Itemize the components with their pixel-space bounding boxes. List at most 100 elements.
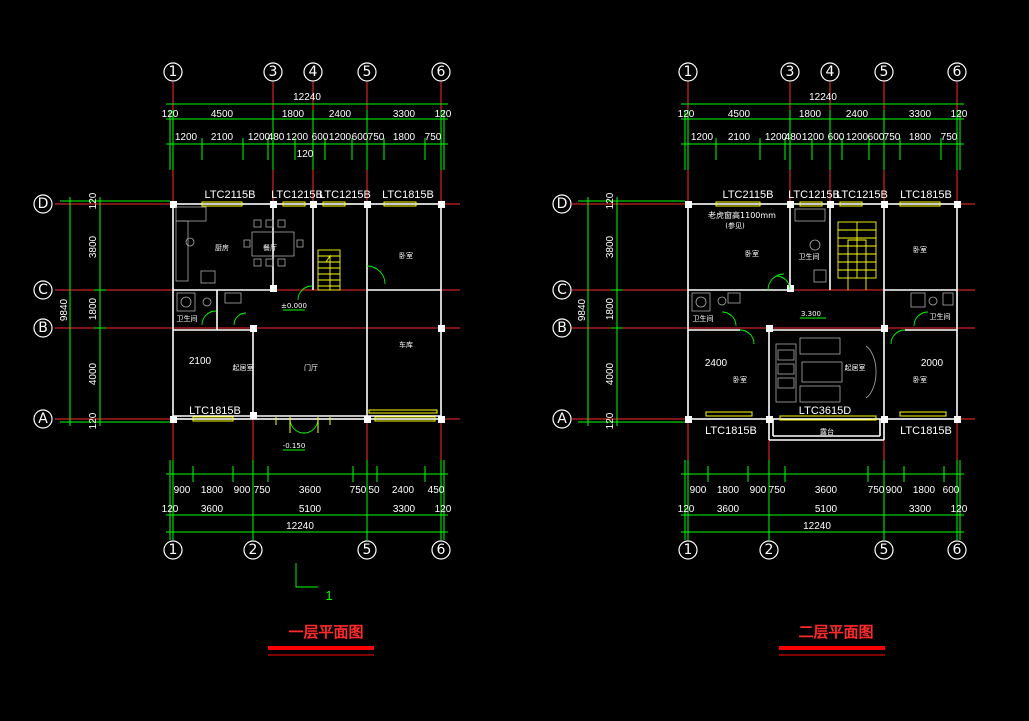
- dim-bottom-axes: 3600: [201, 504, 224, 515]
- svg-text:B: B: [557, 320, 567, 336]
- dim-top-detail: 1200: [175, 132, 198, 143]
- dim-top-total: 12240: [293, 92, 321, 103]
- room-label: 卫生间: [799, 252, 820, 261]
- room-dimension: 2000: [921, 358, 944, 369]
- dim-top: 120: [951, 109, 968, 120]
- dim-top: 2400: [846, 109, 869, 120]
- kitchen-fixtures: [175, 206, 216, 284]
- dim-top-detail: 600: [352, 132, 369, 143]
- entry-door: [275, 417, 331, 433]
- room-label: 餐厅: [263, 243, 277, 252]
- dim-top-detail: 1200: [846, 132, 869, 143]
- staircase: [837, 221, 877, 290]
- room-label: 厨房: [215, 243, 229, 252]
- dim-bottom: 1800: [913, 485, 936, 496]
- dim-top-detail: 750: [425, 132, 442, 143]
- dim-top: 3300: [909, 109, 932, 120]
- dim-top-extra: 120: [297, 149, 314, 160]
- room-label: 卫生间: [930, 312, 951, 321]
- dormer-note-ref: (参见): [725, 221, 745, 230]
- dim-left: 4000: [605, 362, 616, 385]
- dim-left: 1800: [88, 297, 99, 320]
- grid-bubble-bottom-2: 2: [243, 540, 263, 560]
- dim-top-detail: 1800: [909, 132, 932, 143]
- dim-top-detail: 750: [368, 132, 385, 143]
- dim-bottom-axes: 120: [435, 504, 452, 515]
- dim-bottom: 3600: [815, 485, 838, 496]
- exterior-wall: [172, 203, 442, 420]
- grid-bubble-row-A: A: [552, 409, 572, 429]
- grid-bubble-top-3: 3: [263, 62, 283, 82]
- dim-left: 120: [88, 192, 99, 209]
- grid-bubble-bottom-2: 2: [759, 540, 779, 560]
- window-label: LTC1815B: [382, 189, 434, 201]
- plan-title: 二层平面图: [798, 623, 873, 641]
- dim-bottom-axes: 120: [678, 504, 695, 515]
- dim-bottom-axes: 5100: [299, 504, 322, 515]
- dim-bottom-total: 12240: [286, 521, 314, 532]
- grid-bubble-top-3: 3: [780, 62, 800, 82]
- section-marker-number: 1: [325, 588, 332, 603]
- svg-text:1: 1: [169, 64, 178, 80]
- dim-bottom: 900: [886, 485, 903, 496]
- svg-text:5: 5: [880, 542, 889, 558]
- dim-top-detail: 1200: [329, 132, 352, 143]
- dim-top-detail: 480: [785, 132, 802, 143]
- room-label: 卧室: [399, 251, 413, 260]
- dim-bottom: 750: [769, 485, 786, 496]
- grid-bubble-bottom-5: 5: [874, 540, 894, 560]
- room-label: 卫生间: [693, 314, 714, 323]
- svg-text:6: 6: [437, 64, 446, 80]
- level-mark: ±0.000: [281, 302, 307, 310]
- room-label: 露台: [820, 427, 834, 436]
- room-label: 起居室: [845, 363, 866, 372]
- window-label: LTC3615D: [799, 405, 851, 417]
- grid-bubble-row-C: C: [33, 280, 53, 300]
- dim-top-detail: 1200: [248, 132, 271, 143]
- dim-top-detail: 750: [884, 132, 901, 143]
- dim-top-detail: 2100: [728, 132, 751, 143]
- svg-text:A: A: [557, 411, 567, 427]
- svg-text:3: 3: [786, 64, 795, 80]
- room-dimension: 2400: [705, 358, 728, 369]
- grid-bubble-top-5: 5: [357, 62, 377, 82]
- svg-text:5: 5: [880, 64, 889, 80]
- svg-text:4: 4: [309, 64, 318, 80]
- grid-bubble-top-5: 5: [874, 62, 894, 82]
- dim-top-detail: 600: [868, 132, 885, 143]
- dim-bottom-axes: 5100: [815, 504, 838, 515]
- svg-text:D: D: [38, 196, 49, 212]
- dim-top-detail: 1200: [286, 132, 309, 143]
- level-mark: -0.150: [283, 442, 306, 450]
- grid-bubble-bottom-6: 6: [947, 540, 967, 560]
- dim-top: 4500: [211, 109, 234, 120]
- grid-bubble-top-6: 6: [947, 62, 967, 82]
- dim-bottom: 2400: [392, 485, 415, 496]
- svg-text:5: 5: [363, 542, 372, 558]
- dim-top-detail: 1800: [393, 132, 416, 143]
- plan-title: 一层平面图: [288, 623, 363, 641]
- grid-bubble-row-B: B: [552, 318, 572, 338]
- svg-text:3: 3: [269, 64, 278, 80]
- grid-bubble-top-1: 1: [163, 62, 183, 82]
- dim-top-detail: 1200: [691, 132, 714, 143]
- window-label: LTC1215B: [788, 189, 840, 201]
- grid-bubble-top-4: 4: [820, 62, 840, 82]
- dim-bottom-axes: 120: [162, 504, 179, 515]
- window-label: LTC1215B: [319, 189, 371, 201]
- svg-text:6: 6: [953, 64, 962, 80]
- dim-bottom: 900: [174, 485, 191, 496]
- grid-bubble-bottom-1: 1: [678, 540, 698, 560]
- window-label: LTC1815B: [900, 189, 952, 201]
- grid-bubble-top-4: 4: [303, 62, 323, 82]
- dim-top-detail: 600: [312, 132, 329, 143]
- dim-bottom: 1800: [201, 485, 224, 496]
- svg-text:6: 6: [437, 542, 446, 558]
- svg-text:B: B: [38, 320, 48, 336]
- room-label: 卧室: [733, 375, 747, 384]
- window-label: LTC1815B: [189, 405, 241, 417]
- window-label: LTC2115B: [723, 189, 774, 201]
- grid-bubble-top-6: 6: [431, 62, 451, 82]
- dim-top-detail: 2100: [211, 132, 234, 143]
